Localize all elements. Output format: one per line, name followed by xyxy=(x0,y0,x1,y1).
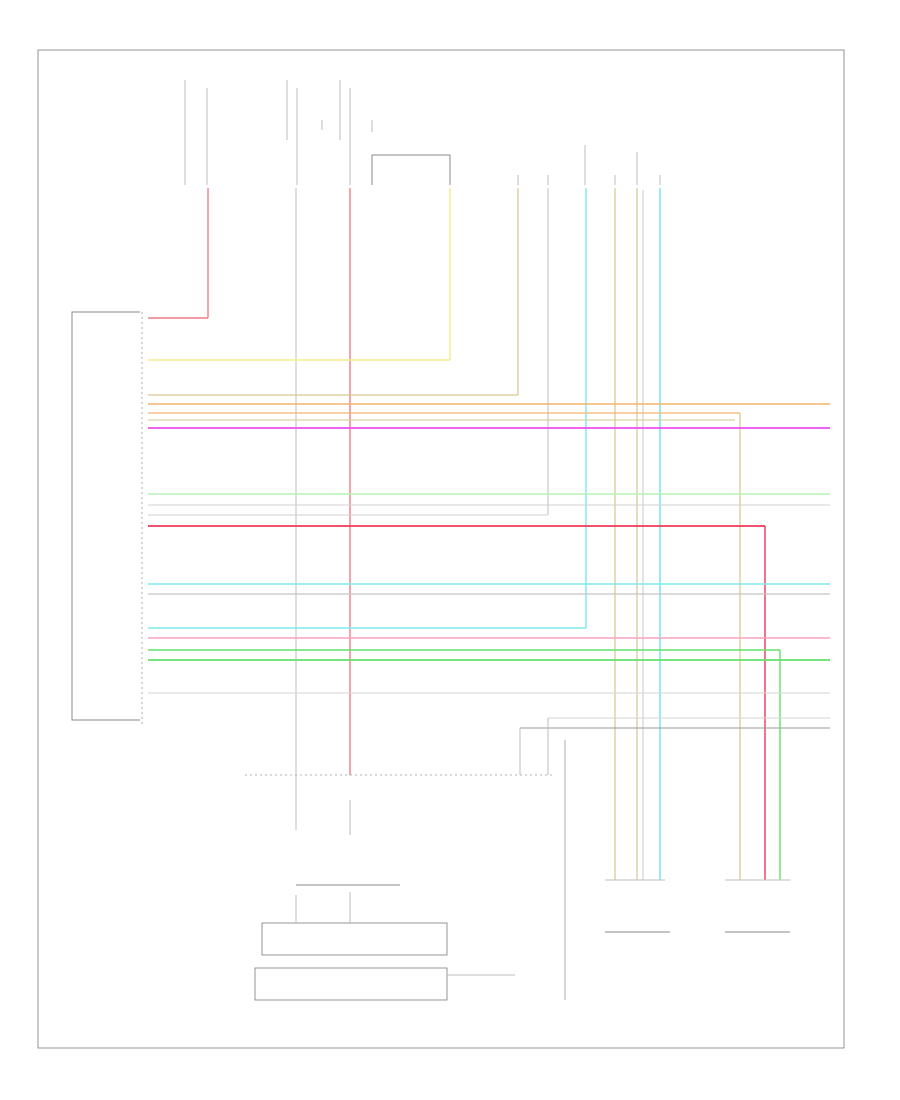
lower-connector-row xyxy=(245,740,566,1000)
right-terminals xyxy=(605,879,790,933)
module-outline xyxy=(71,311,140,721)
lower-box-upper xyxy=(261,922,448,956)
lower-switch-left xyxy=(295,785,351,835)
fuse-feed-middle xyxy=(286,80,323,185)
lower-boxes xyxy=(254,892,515,1001)
horizontal-wires xyxy=(148,317,830,880)
vertical-wires xyxy=(207,188,661,880)
fuse-feed-left xyxy=(184,80,208,185)
control-module xyxy=(71,311,143,725)
lower-box-lower xyxy=(254,967,448,1001)
fuse-feed-right xyxy=(339,80,373,185)
relay-bracket xyxy=(371,154,451,185)
wire-grey-lower-bend xyxy=(519,718,549,775)
fuse-feed-group xyxy=(184,80,661,185)
diagram-frame xyxy=(37,49,845,1049)
top-feed-stubs xyxy=(517,145,661,185)
